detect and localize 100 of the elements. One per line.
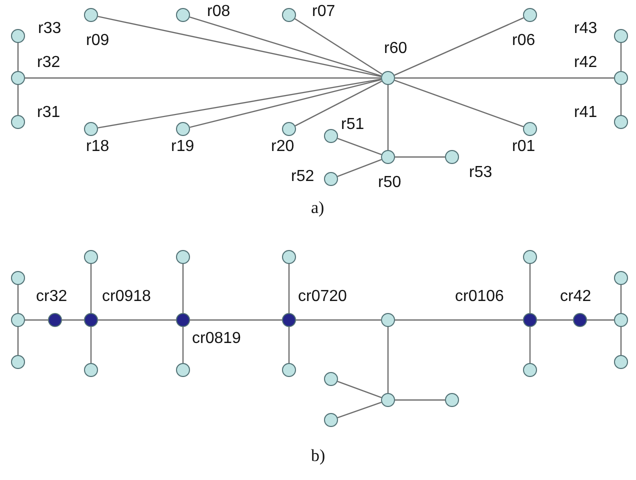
node-label: cr0819 [192, 330, 241, 348]
connector-line [387, 327, 389, 393]
graph-node [381, 71, 395, 85]
graph-node [176, 250, 190, 264]
connector-line [25, 319, 48, 321]
graph-node [324, 413, 338, 427]
graph-node [523, 363, 537, 377]
connector-line [620, 43, 622, 71]
connector-line [387, 85, 389, 150]
connector-line [17, 43, 19, 71]
graph-node [11, 313, 25, 327]
graph-node [445, 150, 459, 164]
connector-line [529, 327, 531, 363]
graph-node [614, 313, 628, 327]
node-label: r19 [171, 138, 194, 156]
panel-label: a) [311, 198, 324, 218]
connector-line [537, 319, 573, 321]
connector-line [587, 319, 614, 321]
connector-line [90, 327, 92, 363]
connector-line [62, 319, 84, 321]
node-label: cr0106 [455, 288, 504, 306]
node-label: cr0918 [102, 288, 151, 306]
graph-node [11, 271, 25, 285]
graph-node [614, 29, 628, 43]
graph-node [324, 172, 338, 186]
node-label: cr32 [36, 288, 68, 306]
graph-node [523, 8, 537, 22]
connector-line [90, 264, 92, 313]
graph-node [573, 313, 587, 327]
connector-line [337, 138, 382, 156]
graph-node [614, 271, 628, 285]
connector-line [620, 85, 622, 115]
graph-node [11, 355, 25, 369]
connector-line [620, 327, 622, 355]
connector-line [337, 380, 382, 398]
graph-node [282, 122, 296, 136]
graph-node [176, 313, 190, 327]
node-label: cr0720 [298, 288, 347, 306]
connector-line [395, 319, 523, 321]
connector-line [394, 17, 524, 76]
graph-node [523, 313, 537, 327]
graph-node [176, 8, 190, 22]
connector-line [294, 18, 382, 75]
node-label: r33 [38, 20, 62, 38]
graph-node [523, 122, 537, 136]
graph-node [11, 71, 25, 85]
node-label: r52 [291, 168, 314, 186]
node-label: r43 [574, 20, 598, 38]
node-label: r31 [37, 104, 60, 122]
graph-node [614, 115, 628, 129]
graph-node [381, 150, 395, 164]
node-label: r18 [86, 138, 110, 156]
node-label: r60 [384, 40, 408, 58]
connector-line [296, 319, 381, 321]
graph-node [324, 129, 338, 143]
graph-node [176, 363, 190, 377]
connector-line [17, 285, 19, 313]
connector-line [529, 264, 531, 313]
connector-line [288, 264, 290, 313]
graph-node [614, 71, 628, 85]
graph-node [48, 313, 62, 327]
connector-line [190, 79, 382, 128]
graph-node [324, 372, 338, 386]
graph-node [84, 122, 98, 136]
node-label: r20 [271, 138, 294, 156]
node-label: r41 [574, 104, 598, 122]
connector-line [294, 80, 382, 126]
node-label: r53 [469, 164, 492, 182]
connector-line [337, 158, 382, 178]
connector-line [395, 77, 614, 79]
graph-node [84, 313, 98, 327]
graph-node [11, 115, 25, 129]
graph-node [282, 250, 296, 264]
node-label: r32 [37, 54, 60, 72]
graph-node [84, 363, 98, 377]
connector-line [17, 85, 19, 115]
node-label: r51 [341, 116, 364, 134]
connector-line [98, 16, 382, 78]
connector-line [395, 399, 445, 401]
connector-line [98, 319, 176, 321]
graph-node [176, 122, 190, 136]
node-label: r42 [574, 54, 598, 72]
graph-node [84, 8, 98, 22]
graph-node [381, 393, 395, 407]
graph-node [282, 313, 296, 327]
graph-node [84, 250, 98, 264]
connector-line [98, 78, 382, 128]
connector-line [190, 319, 282, 321]
node-label: r50 [378, 174, 402, 192]
connector-line [182, 327, 184, 363]
panel-label: b) [311, 446, 326, 466]
graph-node [445, 393, 459, 407]
graph-node [614, 355, 628, 369]
graph-node [282, 8, 296, 22]
node-label: cr42 [560, 288, 592, 306]
graph-node [11, 29, 25, 43]
graph-node [523, 250, 537, 264]
connector-line [394, 80, 524, 128]
node-label: r06 [512, 32, 536, 50]
connector-line [337, 402, 382, 418]
